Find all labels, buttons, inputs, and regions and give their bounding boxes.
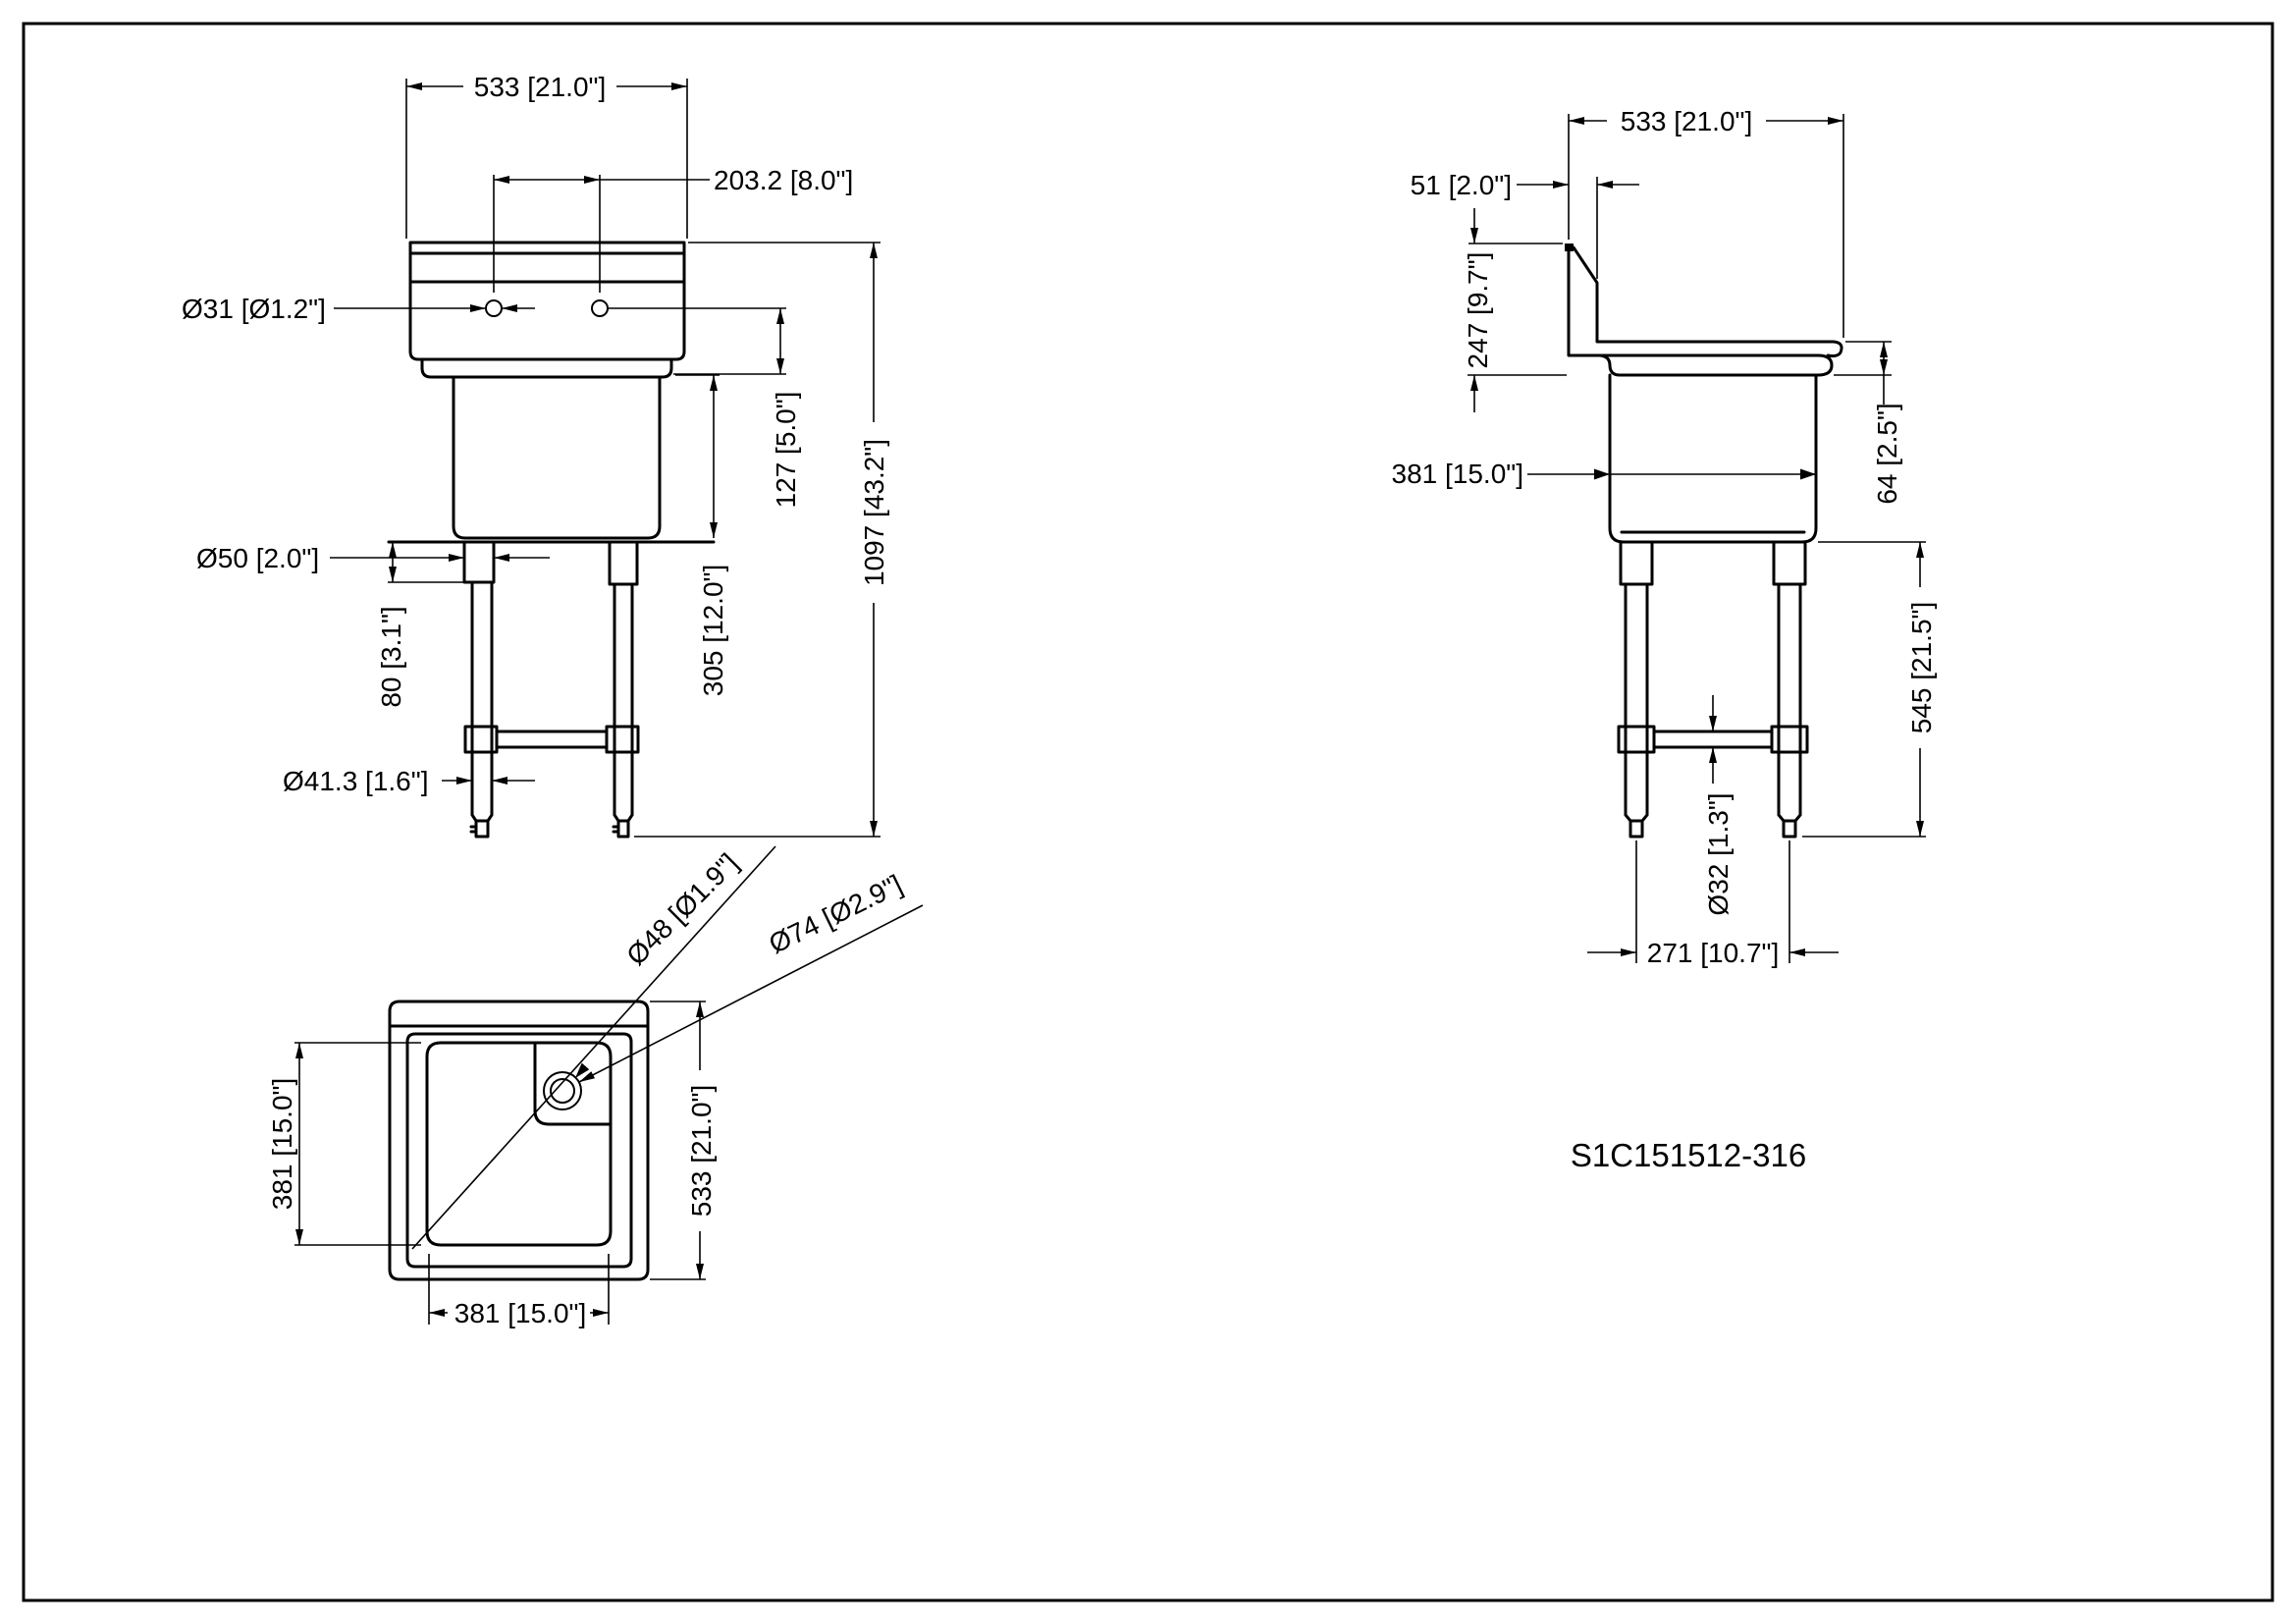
dim-overall-width-label: 533 [21.0"] [474,72,607,102]
dim-rim-to-faucet-label: 127 [5.0"] [771,392,801,509]
front-view: 533 [21.0"] 203.2 [8.0"] Ø31 [Ø1.2"] 127… [182,70,891,839]
splash-corner-detail [1565,244,1574,251]
dim-bowl-fb-label: 381 [15.0"] [1392,459,1524,489]
leader-drain-hole [411,845,776,1250]
arrowhead [1594,468,1610,480]
dim-drain-stub-label: 80 [3.1"] [376,606,406,707]
dim-overall-length-label: 533 [21.0"] [685,1070,719,1231]
svg-text:381 [15.0"]: 381 [15.0"] [267,1078,297,1211]
svg-text:80 [3.1"]: 80 [3.1"] [376,606,406,707]
arrowhead [1800,468,1816,480]
dim-leg-height-label: 545 [21.5"] [1905,587,1939,748]
svg-text:545 [21.5"]: 545 [21.5"] [1906,602,1937,734]
svg-text:Ø48 [Ø1.9"]: Ø48 [Ø1.9"] [620,847,744,971]
svg-text:Ø32 [1.3"]: Ø32 [1.3"] [1703,792,1734,915]
side-body-path [1567,245,1843,839]
dim-drain-flange-label: Ø74 [Ø2.9"] [764,869,907,959]
dim-leg-dia-label: Ø41.3 [1.6"] [283,766,428,796]
dim-overall-height-label: 1097 [43.2"] [858,422,891,603]
svg-text:305 [12.0"]: 305 [12.0"] [698,565,728,697]
dim-rim-height-label: 64 [2.5"] [1872,403,1902,504]
side-view: 533 [21.0"] 51 [2.0"] 247 [9.7"] 381 [15… [1392,104,1939,968]
svg-text:247 [9.7"]: 247 [9.7"] [1463,252,1493,369]
dim-bowl-length-label: 381 [15.0"] [267,1078,297,1211]
dim-drain-hole-label: Ø48 [Ø1.9"] [620,847,744,971]
svg-text:533 [21.0"]: 533 [21.0"] [686,1085,717,1218]
leader-drain-flange [578,904,924,1083]
front-body-path [387,241,716,839]
plan-extension-lines [294,1001,706,1325]
front-sink-outline [387,241,716,839]
dim-brace-dia-label: Ø32 [1.3"] [1703,792,1734,915]
dim-faucet-dia-label: Ø31 [Ø1.2"] [182,294,326,324]
plan-dimensions: 381 [15.0"] 533 [21.0"] 381 [15.0"] Ø48 … [267,845,924,1328]
dim-splash-height-label: 247 [9.7"] [1463,252,1493,369]
dim-bowl-depth-label: 305 [12.0"] [698,565,728,697]
drain-flange-circle [543,1071,582,1110]
dim-label-bg [463,70,616,103]
drain-hole-circle [550,1078,575,1104]
side-sink-outline [1565,244,1843,839]
dim-faucet-spacing-label: 203.2 [8.0"] [714,165,853,195]
svg-text:Ø74 [Ø2.9"]: Ø74 [Ø2.9"] [764,869,907,959]
front-extension-lines [388,79,881,838]
side-extension-lines [1468,114,1926,963]
plan-sink-outline [388,1000,650,1281]
model-number: S1C151512-316 [1571,1137,1806,1173]
dim-overall-depth-label: 533 [21.0"] [1621,106,1753,136]
arrowhead [575,1062,590,1078]
dim-bowl-width-label: 381 [15.0"] [454,1298,587,1328]
dim-drain-dia-label: Ø50 [2.0"] [196,543,319,573]
plan-body-path [388,1000,650,1281]
dim-leg-spacing-label: 271 [10.7"] [1647,938,1780,968]
svg-text:1097 [43.2"]: 1097 [43.2"] [859,439,889,586]
plan-view: 381 [15.0"] 533 [21.0"] 381 [15.0"] Ø48 … [267,845,924,1328]
dim-label-bg [1607,104,1766,137]
sheet-border [22,22,2274,1602]
side-dimensions: 533 [21.0"] 51 [2.0"] 247 [9.7"] 381 [15… [1392,104,1939,968]
svg-text:64 [2.5"]: 64 [2.5"] [1872,403,1902,504]
faucet-hole-left [485,299,503,317]
svg-text:127 [5.0"]: 127 [5.0"] [771,392,801,509]
dim-splash-thickness-label: 51 [2.0"] [1411,170,1512,200]
faucet-hole-right [591,299,609,317]
front-dimensions: 533 [21.0"] 203.2 [8.0"] Ø31 [Ø1.2"] 127… [182,70,891,838]
